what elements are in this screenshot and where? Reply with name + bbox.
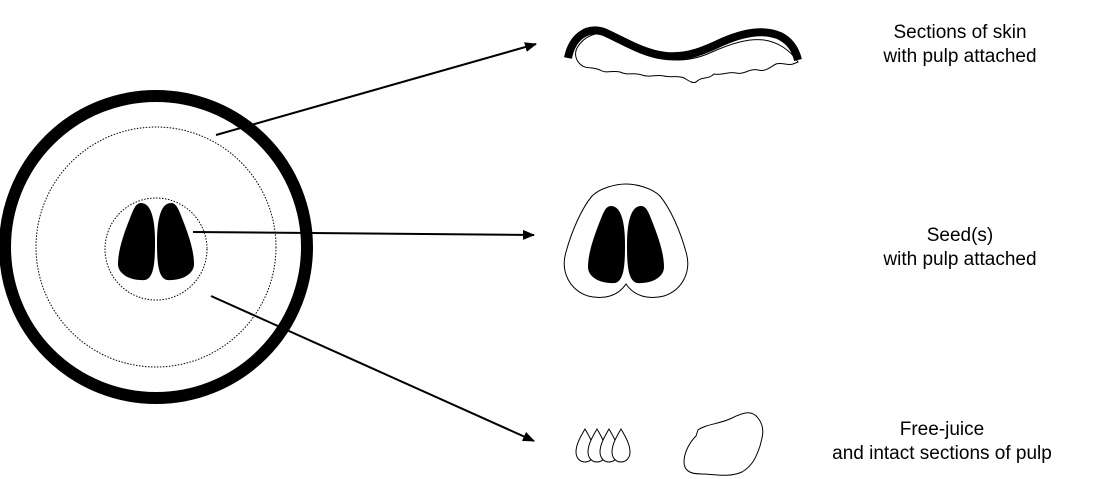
label-skin-line2: with pulp attached [840,45,1080,69]
label-juice-line2: and intact sections of pulp [782,442,1102,466]
arrow-to-juice [211,296,534,441]
arrow-to-skin [216,44,536,135]
seed-with-pulp-illustration [564,184,687,298]
juice-drop-4 [612,429,630,462]
free-juice-illustration [576,429,630,462]
label-skin-sections: Sections of skin with pulp attached [840,21,1080,69]
label-juice-line1: Free-juice [782,418,1102,442]
label-free-juice: Free-juice and intact sections of pulp [782,418,1102,466]
label-seed-line2: with pulp attached [840,248,1080,272]
intact-pulp-piece [684,413,763,476]
skin-section-illustration [568,30,798,82]
seed-pulp-outline [564,184,687,298]
fruit-cross-section [5,96,307,398]
label-seed-line1: Seed(s) [840,224,1080,248]
label-skin-line1: Sections of skin [840,21,1080,45]
fruit-skin-ring [5,96,307,398]
label-seeds: Seed(s) with pulp attached [840,224,1080,272]
